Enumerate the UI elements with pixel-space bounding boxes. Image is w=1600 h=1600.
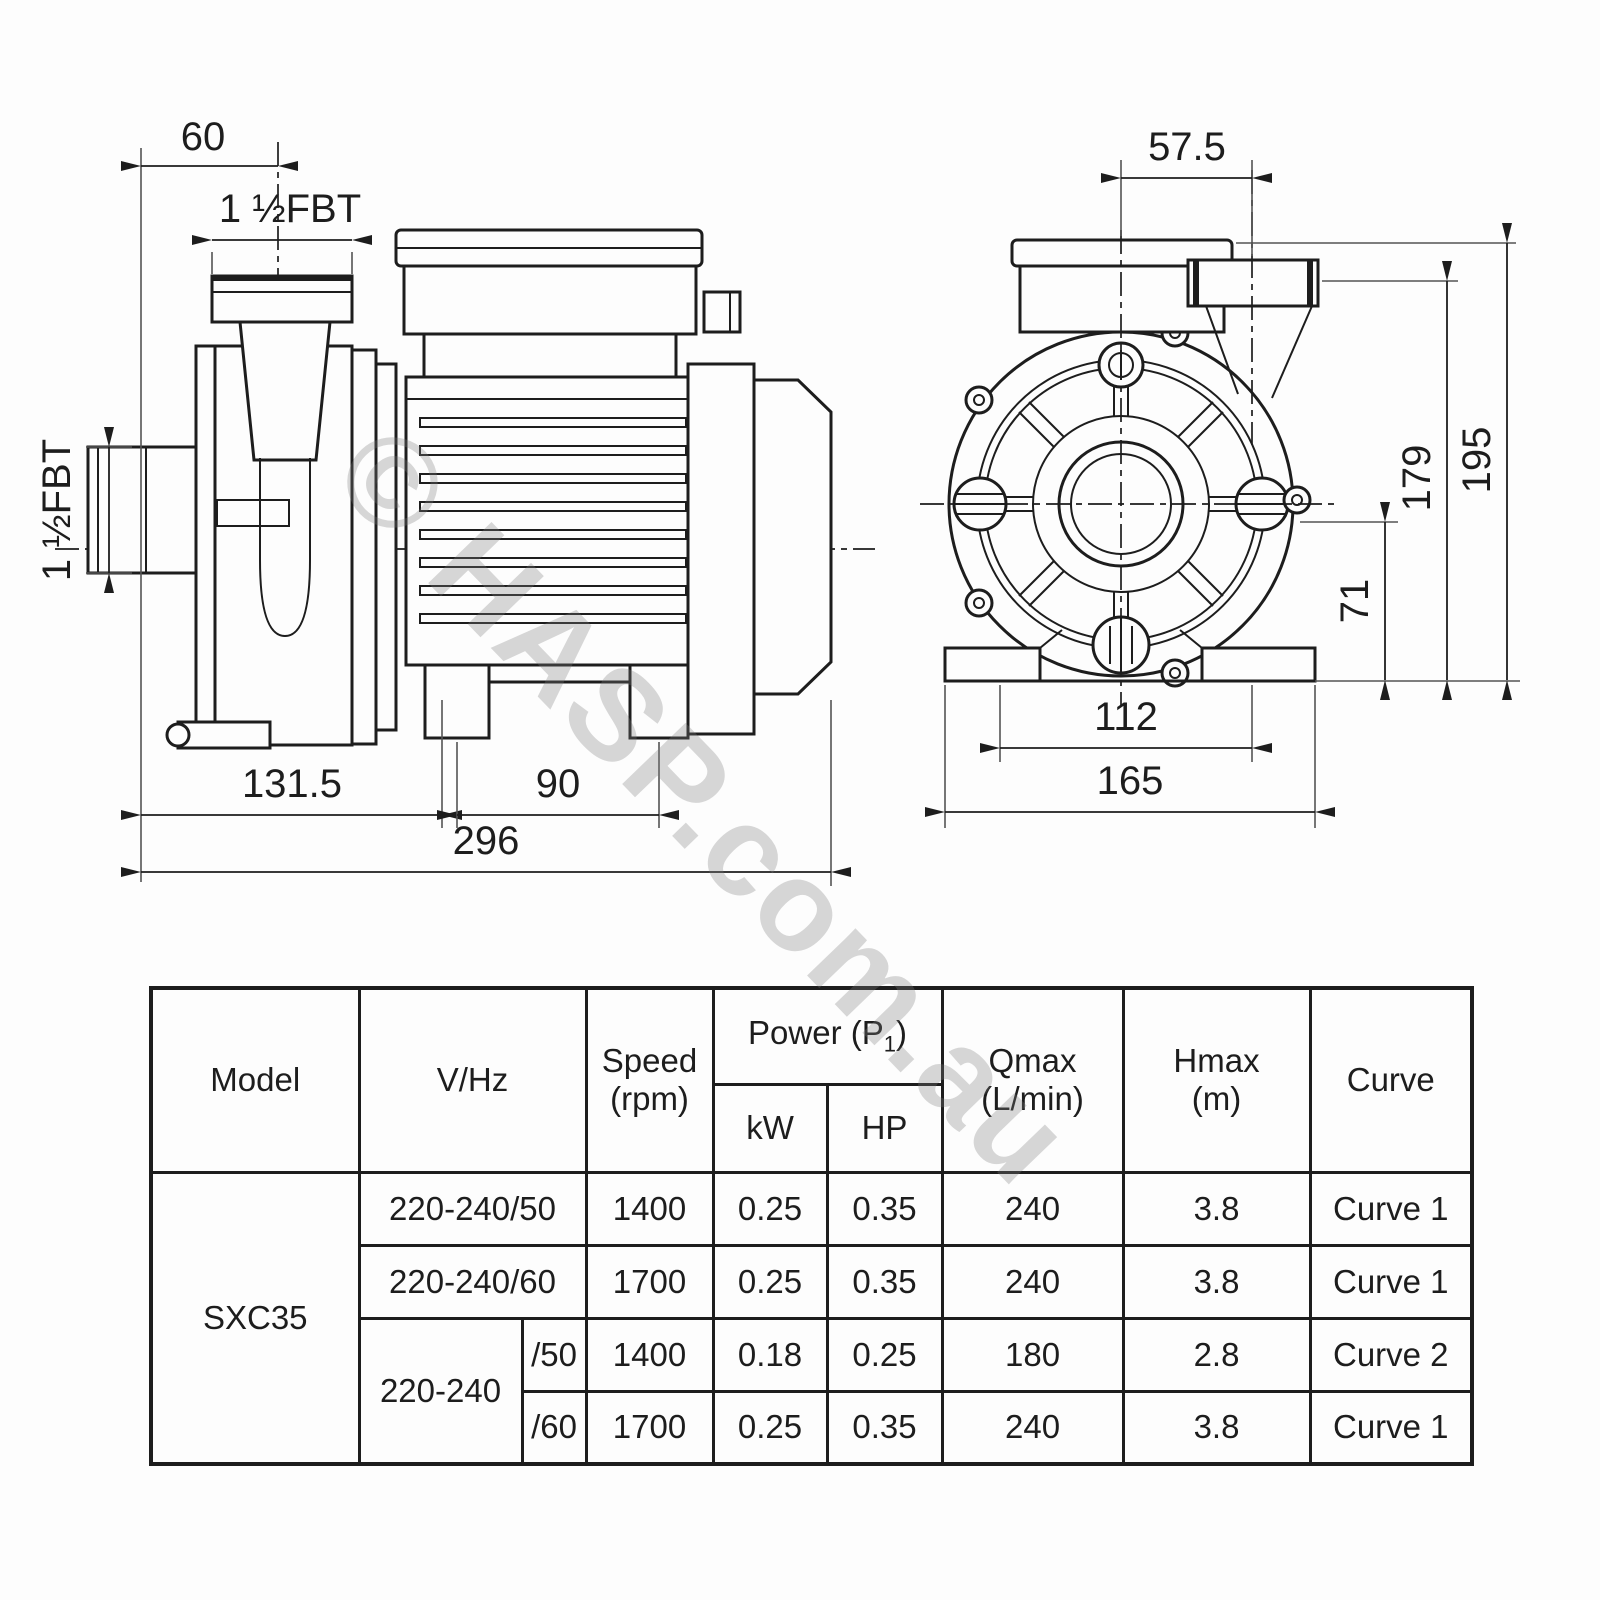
dim-71: 71 xyxy=(1333,579,1377,624)
cell-qmax-3: 180 xyxy=(940,1316,1125,1393)
motor-foot-rear xyxy=(628,663,690,740)
header-speed: Speed (rpm) xyxy=(584,986,715,1174)
cell-hp-4: 0.35 xyxy=(825,1389,944,1466)
cell-hmax-4: 3.8 xyxy=(1121,1389,1312,1466)
header-hmax: Hmax (m) xyxy=(1121,986,1312,1174)
mounting-base xyxy=(943,629,1317,683)
header-power: Power (P1) xyxy=(711,986,944,1086)
cell-model: SXC35 xyxy=(149,1170,361,1466)
volute-foot xyxy=(176,720,272,750)
cell-speed-3: 1400 xyxy=(584,1316,715,1393)
cell-hmax-1: 3.8 xyxy=(1121,1170,1312,1247)
cell-hp-3: 0.25 xyxy=(825,1316,944,1393)
header-hmax-line2: (m) xyxy=(1191,1080,1242,1118)
cell-vhz-2: 220-240/60 xyxy=(357,1243,588,1320)
motor-fins xyxy=(419,417,687,624)
cell-curve-3: Curve 2 xyxy=(1308,1316,1474,1393)
table-row: 220-240 /50 1400 0.18 0.25 180 2.8 Curve… xyxy=(151,1316,1474,1466)
motor-foot-front xyxy=(423,663,491,740)
discharge-pipe xyxy=(238,320,332,462)
terminal-box xyxy=(402,264,698,336)
front-view-dimensions: 57.5 71 179 195 112 165 xyxy=(925,125,1520,828)
header-speed-line1: Speed xyxy=(601,1042,698,1080)
cell-kw-4: 0.25 xyxy=(711,1389,829,1466)
cable-connector xyxy=(702,290,742,334)
table-row: SXC35 220-240/50 1400 0.25 0.35 240 3.8 … xyxy=(149,1170,1474,1466)
cell-hmax-3: 2.8 xyxy=(1121,1316,1312,1393)
technical-drawing: 60 1 ½FBT 1 ½FBT 131.5 90 296 xyxy=(35,115,1520,886)
cell-speed-2: 1700 xyxy=(584,1243,715,1320)
cell-hp-2: 0.35 xyxy=(825,1243,944,1320)
header-power-close: ) xyxy=(896,1014,907,1052)
header-speed-line2: (rpm) xyxy=(610,1080,689,1118)
header-curve: Curve xyxy=(1308,986,1474,1174)
seal-plate-1 xyxy=(350,348,378,746)
dim-top-port: 1 ½FBT xyxy=(219,187,361,231)
front-discharge-port xyxy=(1186,258,1320,399)
suction-port xyxy=(86,445,198,575)
cell-hp-1: 0.35 xyxy=(825,1170,944,1247)
end-bell-cap xyxy=(752,378,833,696)
dim-112: 112 xyxy=(1094,695,1158,739)
header-v-hz: V/Hz xyxy=(357,986,588,1174)
dim-131-5: 131.5 xyxy=(242,762,342,806)
cell-curve-4: Curve 1 xyxy=(1308,1389,1474,1466)
cell-hmax-2: 3.8 xyxy=(1121,1243,1312,1320)
cell-curve-2: Curve 1 xyxy=(1308,1243,1474,1320)
cell-kw-1: 0.25 xyxy=(711,1170,829,1247)
cell-speed-1: 1400 xyxy=(584,1170,715,1247)
dim-179: 179 xyxy=(1395,445,1439,512)
bottom-vent xyxy=(1091,615,1151,675)
header-qmax-line2: (L/min) xyxy=(981,1080,1084,1118)
header-power-text: Power (P xyxy=(748,1014,884,1052)
end-bell-flange xyxy=(686,362,756,736)
spokes xyxy=(984,367,1258,641)
cell-qmax-2: 240 xyxy=(940,1243,1125,1320)
header-kw: kW xyxy=(711,1082,829,1174)
header-model: Model xyxy=(149,986,361,1174)
cell-qmax-4: 240 xyxy=(940,1389,1125,1466)
header-hmax-line1: Hmax xyxy=(1173,1042,1260,1080)
discharge-flange xyxy=(210,274,354,324)
cell-vhz-sub-3: /50 xyxy=(520,1316,588,1393)
motor-body xyxy=(404,375,690,667)
spec-table: Model V/Hz Speed (rpm) Power (P1) Qmax (… xyxy=(149,986,1475,1466)
cell-kw-3: 0.18 xyxy=(711,1316,829,1393)
header-qmax: Qmax (L/min) xyxy=(940,986,1125,1174)
seal-plate-2 xyxy=(374,362,398,732)
volute-internal-passage xyxy=(216,499,290,527)
cell-qmax-1: 240 xyxy=(940,1170,1125,1247)
side-view-dimensions: 60 1 ½FBT 1 ½FBT 131.5 90 296 xyxy=(35,115,851,886)
dim-296: 296 xyxy=(453,819,520,863)
pipe-bore xyxy=(259,458,311,638)
header-qmax-line1: Qmax xyxy=(988,1042,1077,1080)
dim-60: 60 xyxy=(181,115,226,159)
dim-57-5: 57.5 xyxy=(1148,125,1226,169)
cell-vhz-sub-4: /60 xyxy=(520,1389,588,1466)
cell-kw-2: 0.25 xyxy=(711,1243,829,1320)
header-power-subscript: 1 xyxy=(883,1032,896,1058)
side-view: 60 1 ½FBT 1 ½FBT 131.5 90 296 xyxy=(35,115,875,886)
drain-plug xyxy=(165,722,191,748)
dim-195: 195 xyxy=(1455,427,1499,494)
table-row: /60 1700 0.25 0.35 240 3.8 Curve 1 xyxy=(151,1389,1474,1466)
cell-vhz-1: 220-240/50 xyxy=(357,1170,588,1247)
table-row: 220-240/60 1700 0.25 0.35 240 3.8 Curve … xyxy=(151,1243,1474,1320)
cell-curve-1: Curve 1 xyxy=(1308,1170,1474,1247)
dim-165: 165 xyxy=(1097,759,1164,803)
dim-90: 90 xyxy=(536,762,581,806)
cell-vhz-main: 220-240 xyxy=(357,1316,524,1466)
cell-speed-4: 1700 xyxy=(584,1389,715,1466)
front-view: 57.5 71 179 195 112 165 xyxy=(920,125,1520,828)
dim-side-port: 1 ½FBT xyxy=(35,439,79,581)
header-hp: HP xyxy=(825,1082,944,1174)
